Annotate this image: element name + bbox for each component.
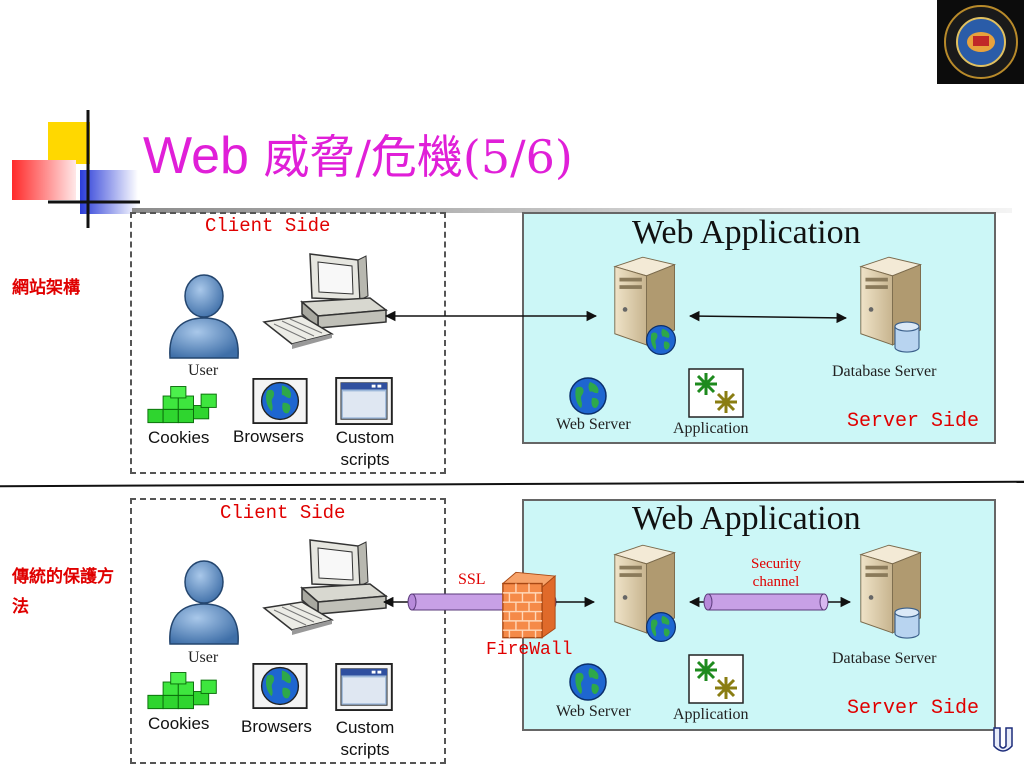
firewall-icon xyxy=(501,570,557,640)
globe-badge-icon-2 xyxy=(645,611,677,643)
computer-icon-2 xyxy=(262,538,392,638)
database-icon-2 xyxy=(892,606,922,640)
database-server-label-2: Database Server xyxy=(832,650,937,667)
web-server-label-2: Web Server xyxy=(556,703,631,720)
corner-mark-icon xyxy=(993,727,1013,752)
page-title: Web 威脅/危機(5/6) xyxy=(143,121,573,187)
custom-scripts-icon-2 xyxy=(335,663,393,711)
custom-scripts-icon xyxy=(335,377,393,425)
application-icon-2 xyxy=(688,654,744,704)
application-icon xyxy=(688,368,744,418)
application-label: Application xyxy=(673,420,749,437)
cookies-label: Cookies xyxy=(148,428,210,447)
web-application-title-2: Web Application xyxy=(632,500,861,537)
user-icon xyxy=(164,270,244,360)
lab-logo xyxy=(937,0,1024,84)
title-decoration xyxy=(0,110,140,230)
application-label-2: Application xyxy=(673,706,749,723)
web-server-globe-icon-2 xyxy=(568,662,608,702)
custom-scripts-label-2: Custom scripts xyxy=(335,718,395,759)
title-latin: Web xyxy=(143,127,249,185)
client-side-box xyxy=(130,212,446,474)
custom-scripts-label: Custom scripts xyxy=(335,428,395,469)
browser-icon-2 xyxy=(252,663,308,709)
cookies-label-2: Cookies xyxy=(148,714,210,733)
computer-icon xyxy=(262,252,392,352)
web-server-globe-icon xyxy=(568,376,608,416)
user-label: User xyxy=(188,362,219,379)
user-label-2: User xyxy=(188,649,219,666)
title-underline xyxy=(132,208,1012,213)
ssl-label: SSL xyxy=(458,571,486,588)
connection-arrows xyxy=(384,310,848,324)
title-cjk: 威脅/危機(5/6) xyxy=(263,130,573,184)
section-divider xyxy=(0,480,1024,488)
cookies-icon xyxy=(146,384,222,428)
database-server-label: Database Server xyxy=(832,363,937,380)
web-application-title: Web Application xyxy=(632,214,861,251)
security-channel-pipe xyxy=(688,593,852,611)
browsers-label: Browsers xyxy=(233,427,304,446)
server-side-label: Server Side xyxy=(847,410,980,433)
side-label-architecture: 網站架構 xyxy=(12,278,80,298)
cookies-icon-2 xyxy=(146,670,222,714)
client-side-box-2 xyxy=(130,498,446,764)
client-side-label: Client Side xyxy=(205,215,331,237)
client-side-label-2: Client Side xyxy=(220,502,346,524)
ssl-pipe xyxy=(382,593,596,611)
security-channel-label: Security channel xyxy=(751,556,801,590)
browser-icon xyxy=(252,378,308,424)
user-icon-2 xyxy=(164,556,244,646)
server-side-label-2: Server Side xyxy=(847,697,980,720)
browsers-label-2: Browsers xyxy=(241,717,312,736)
web-server-label: Web Server xyxy=(556,416,631,433)
side-label-traditional-protection: 傳統的保護方法 xyxy=(12,567,114,617)
firewall-label: FireWall xyxy=(486,640,573,660)
database-icon xyxy=(892,320,922,354)
